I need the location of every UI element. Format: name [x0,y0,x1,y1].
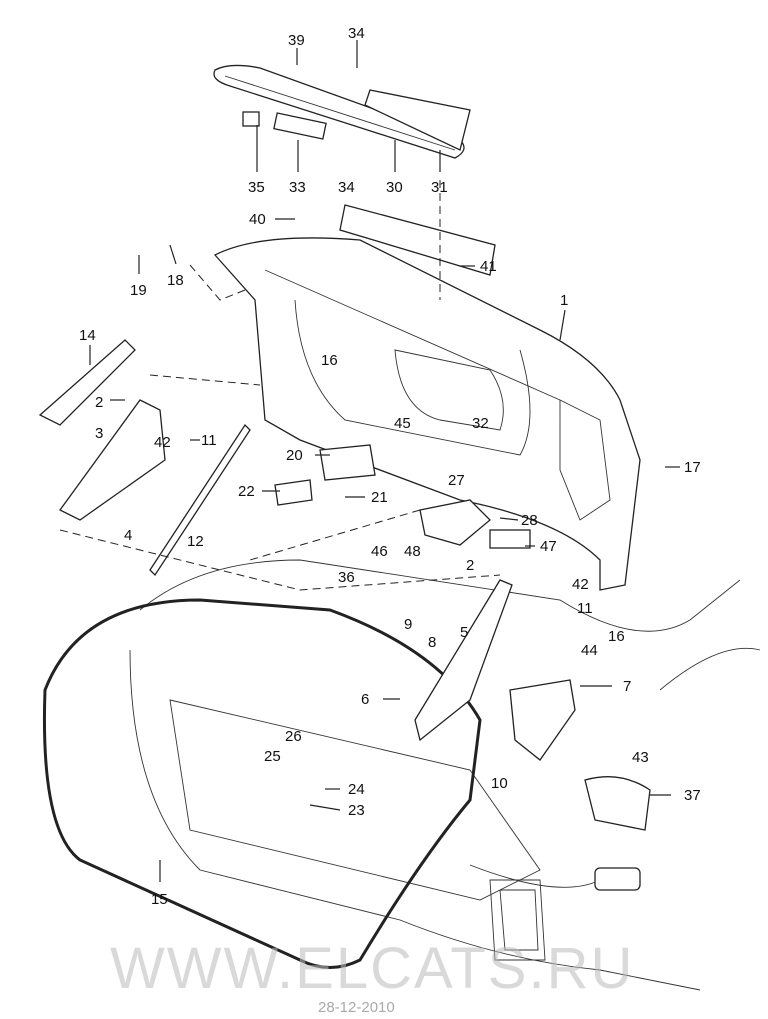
callout: 21 [371,489,388,506]
trunk-lid [213,204,641,591]
callout: 43 [632,749,649,766]
callout: 36 [338,569,355,586]
callout: 28 [521,512,538,529]
callout: 48 [404,543,421,560]
callout: 44 [581,642,598,659]
callout: 35 [248,179,265,196]
callout: 25 [264,748,281,765]
callout: 16 [608,628,625,645]
callout: 11 [577,600,593,617]
callout: 15 [151,891,168,908]
callout: 4 [124,527,132,544]
callout: 30 [386,179,403,196]
callout: 6 [361,691,369,708]
callout: 31 [431,179,448,196]
callout: 39 [288,32,305,49]
callout: 40 [249,211,266,228]
callout: 26 [285,728,302,745]
callout: 20 [286,447,303,464]
callout: 24 [348,781,365,798]
callout: 18 [167,272,184,289]
callout: 1 [560,292,568,309]
callout: 8 [428,634,436,651]
trim-strip [213,64,471,159]
callout: 2 [466,557,474,574]
leader-lines [89,40,680,882]
callout-labels: 39 34 35 33 34 30 31 40 41 18 19 1 14 16… [79,25,701,908]
callout: 17 [684,459,701,476]
dashed-guides [59,180,501,591]
callout: 42 [572,576,589,593]
callout: 42 [154,434,171,451]
callout: 22 [238,483,255,500]
callout: 2 [95,394,103,411]
callout: 34 [338,179,355,196]
callout: 41 [480,258,497,275]
callout: 46 [371,543,388,560]
callout: 34 [348,25,365,42]
callout: 14 [79,327,96,344]
callout: 37 [684,787,701,804]
callout: 16 [321,352,338,369]
callout: 27 [448,472,465,489]
trunk-seal [42,598,482,969]
callout: 47 [540,538,557,555]
callout: 19 [130,282,147,299]
hinges [38,339,651,891]
watermark: WWW.ELCATS.RU [110,936,634,1001]
callout: 12 [187,533,204,550]
callout: 9 [404,616,412,633]
callout: 5 [460,624,468,641]
callout: 45 [394,415,411,432]
date-stamp: 28-12-2010 [318,999,395,1016]
callout: 32 [472,415,489,432]
callout: 7 [623,678,631,695]
callout: 10 [491,775,508,792]
callout: 33 [289,179,306,196]
callout: 11 [201,432,217,449]
callout: 23 [348,802,365,819]
callout: 3 [95,425,103,442]
